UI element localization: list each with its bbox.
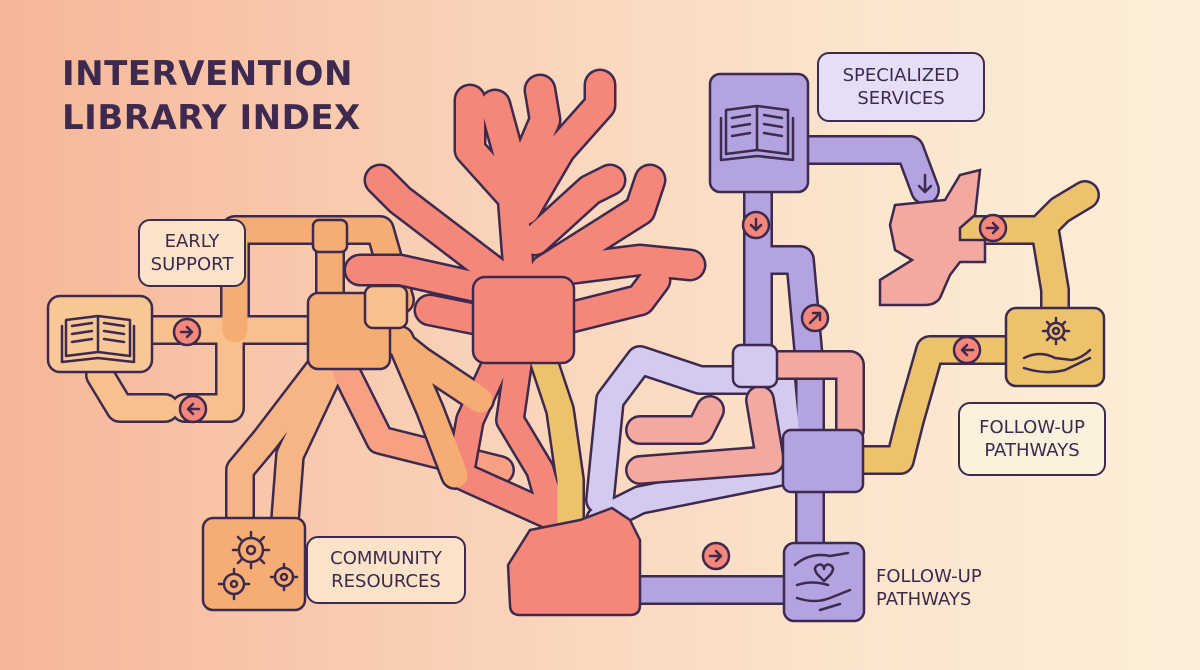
arrow-down-icon xyxy=(741,210,771,240)
hand-gear-node[interactable] xyxy=(1004,306,1106,388)
arrow-right-icon xyxy=(978,213,1008,243)
community-resources-line-2: RESOURCES xyxy=(331,571,441,592)
arrow-badges xyxy=(172,173,1008,571)
lavender-routes xyxy=(585,135,940,605)
specialized-services-line-1: SPECIALIZED xyxy=(842,65,960,86)
top-book-node[interactable] xyxy=(708,72,810,194)
arrow-right-icon xyxy=(701,541,731,571)
follow-up-pathways-bottom-line-1: FOLLOW-UP xyxy=(876,566,982,587)
arrow-left-icon xyxy=(178,394,208,424)
arrow-left-icon xyxy=(952,335,982,365)
community-resources-line-1: COMMUNITY xyxy=(330,548,442,569)
page-title: INTERVENTION LIBRARY INDEX xyxy=(62,52,361,140)
bottom-hub-node[interactable] xyxy=(506,506,642,617)
follow-up-pathways-bottom-line-2: PATHWAYS xyxy=(876,589,972,610)
specialized-services-line-2: SERVICES xyxy=(857,88,945,109)
label-community-resources[interactable]: COMMUNITY RESOURCES xyxy=(306,536,466,604)
hand-with-gear-icon xyxy=(1022,316,1092,374)
early-support-line-2: SUPPORT xyxy=(150,254,234,275)
arrow-up-right-icon xyxy=(800,303,830,333)
central-hub-node[interactable] xyxy=(471,275,576,365)
label-follow-up-pathways-bottom[interactable]: FOLLOW-UP PATHWAYS xyxy=(876,565,1016,611)
gears-icon xyxy=(217,530,299,601)
title-line-2: LIBRARY INDEX xyxy=(62,98,361,138)
early-support-line-1: EARLY xyxy=(164,231,220,252)
open-book-icon xyxy=(60,314,136,364)
left-book-node[interactable] xyxy=(46,294,154,374)
label-follow-up-pathways-box[interactable]: FOLLOW-UP PATHWAYS xyxy=(958,402,1106,476)
arrow-down-curved-icon xyxy=(917,173,933,194)
title-line-1: INTERVENTION xyxy=(62,54,353,94)
gears-node[interactable] xyxy=(201,516,307,612)
lavender-junction-small[interactable] xyxy=(731,343,779,389)
hands-heart-node[interactable] xyxy=(782,541,866,623)
left-junction-nodes[interactable] xyxy=(306,218,409,371)
central-tree-branches xyxy=(343,68,707,337)
follow-up-pathways-box-line-1: FOLLOW-UP xyxy=(979,417,1085,438)
follow-up-pathways-box-line-2: PATHWAYS xyxy=(984,440,1080,461)
open-book-icon xyxy=(719,104,795,162)
label-early-support[interactable]: EARLY SUPPORT xyxy=(138,219,246,287)
hands-heart-icon xyxy=(793,551,852,612)
lavender-junction-large[interactable] xyxy=(781,428,865,494)
label-specialized-services[interactable]: SPECIALIZED SERVICES xyxy=(817,52,985,122)
pink-comb-node[interactable] xyxy=(878,168,987,307)
arrow-right-icon xyxy=(172,317,202,347)
